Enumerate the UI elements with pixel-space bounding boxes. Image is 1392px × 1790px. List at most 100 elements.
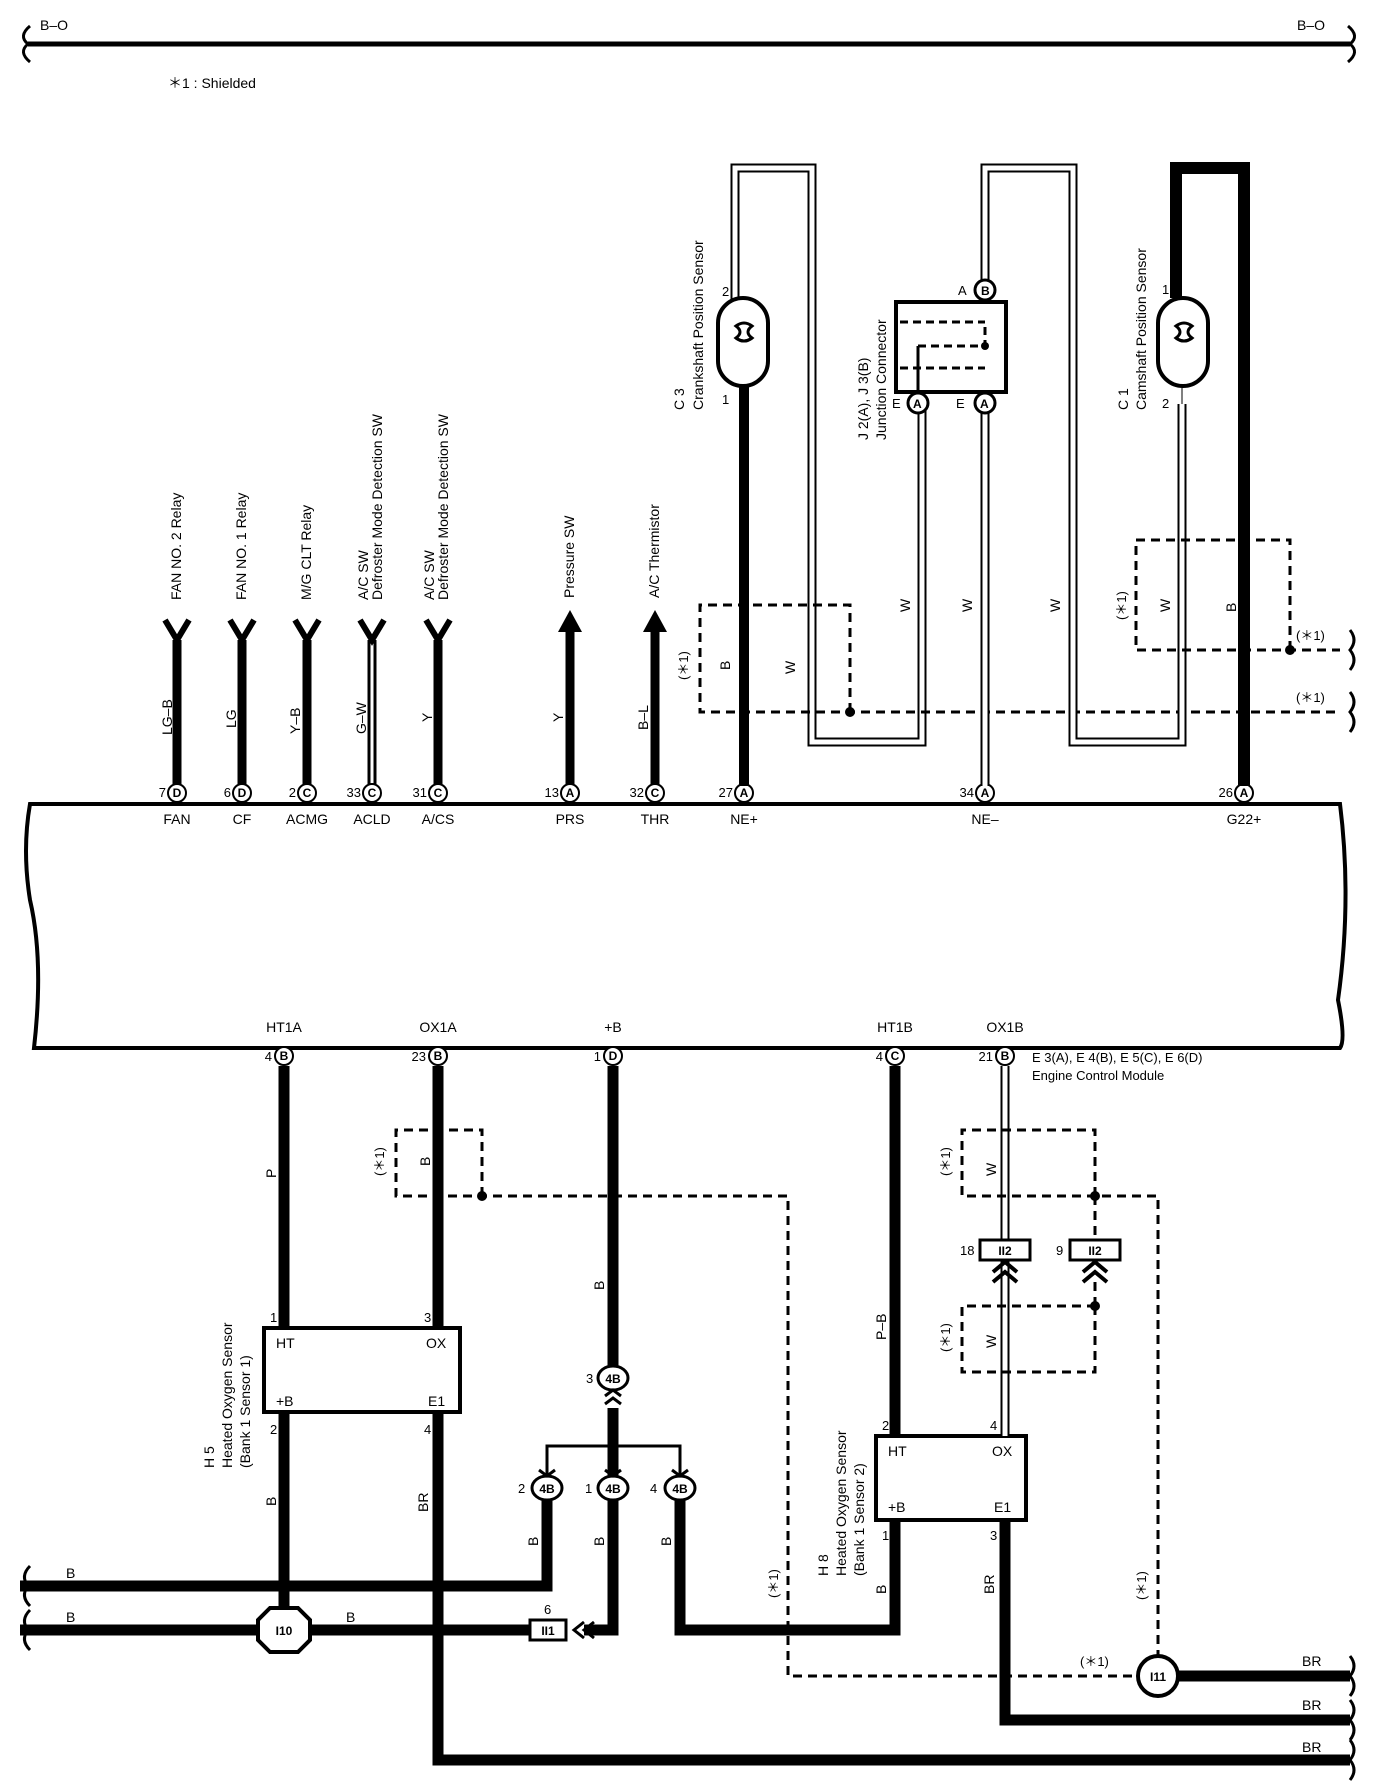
thr-pin: 32 (630, 785, 644, 800)
wire-thr: B–L (635, 705, 651, 730)
4b-wire-b1: B (591, 1537, 607, 1546)
camshaft-sensor (1156, 162, 1250, 786)
h5-wire-p: P (263, 1169, 279, 1178)
ecm-body (24, 802, 1348, 1050)
h5-wire-br: BR (415, 1493, 431, 1512)
g22-conn: A (1240, 786, 1249, 800)
h5-sub: (Bank 1 Sensor 1) (237, 1355, 253, 1468)
acs-conn: C (434, 786, 443, 800)
4b-arrows (538, 1388, 689, 1478)
top-wire-colors: LG–B LG Y–B G–W Y Y B–L (159, 699, 651, 735)
h8-e1-wire (999, 1520, 1350, 1726)
h8-p1: 1 (882, 1528, 889, 1543)
4b-pin-4: 4 (650, 1481, 657, 1496)
j-pin-b: B (981, 284, 990, 298)
fan-conn: D (173, 786, 182, 800)
dest-pressure: Pressure SW (561, 515, 577, 598)
ground-b3: B (346, 1609, 355, 1625)
mid-shield-label: (＊1) (766, 1569, 781, 1598)
term-acmg: ACMG (286, 811, 328, 827)
h5-ox: OX (426, 1335, 447, 1351)
bottom-pin-circles (274, 1046, 1015, 1066)
ht1a-conn: B (280, 1049, 289, 1063)
ii1-label: II1 (541, 1624, 555, 1638)
j-pin-a2: A (980, 397, 989, 411)
ground-br2: BR (1302, 1697, 1321, 1713)
junction-name: Junction Connector (873, 319, 889, 440)
h8-name: Heated Oxygen Sensor (833, 1430, 849, 1576)
h8-shield-label-2: (＊1) (938, 1323, 953, 1352)
h8-e1: E1 (994, 1499, 1011, 1515)
h8-ox: OX (992, 1443, 1013, 1459)
bottom-pin-numbers: 4 23 1 4 21 (265, 1049, 993, 1064)
h8-p3: 3 (990, 1528, 997, 1543)
ht1b-conn: C (891, 1049, 900, 1063)
j-label-a: A (958, 283, 967, 298)
term-plusb: +B (604, 1019, 622, 1035)
wire-acs: Y (419, 712, 435, 722)
acmg-pin: 2 (289, 785, 296, 800)
ground-br1: BR (1302, 1653, 1321, 1669)
h5-e1: E1 (428, 1393, 445, 1409)
ii2-connectors (978, 1238, 1122, 1284)
acs-pin: 31 (413, 785, 427, 800)
ne-plus-conn: A (740, 786, 749, 800)
j-wire-w2: W (959, 598, 975, 612)
bo-bus: B–O B–O (22, 17, 1356, 64)
4b-label-4: 4B (672, 1482, 688, 1496)
term-ox1a: OX1A (419, 1019, 457, 1035)
h8-box (874, 1434, 1028, 1522)
plusb-conn: D (609, 1049, 618, 1063)
dest-defrost-1: Defroster Mode Detection SW (369, 413, 385, 600)
h8-p4: 4 (990, 1418, 997, 1433)
junction-code: J 2(A), J 3(B) (855, 358, 871, 440)
h5-p2: 2 (270, 1422, 277, 1437)
ht1b-pin: 4 (876, 1049, 883, 1064)
wire-cf: LG (223, 709, 239, 728)
h8-wire-br: BR (981, 1575, 997, 1594)
fan-pin: 7 (159, 785, 166, 800)
ground-b1: B (66, 1565, 75, 1581)
j-label-e2: E (956, 396, 965, 411)
h8-shield-node-1 (1090, 1191, 1100, 1201)
term-acld: ACLD (353, 811, 390, 827)
h8-shield-node-2 (1090, 1301, 1100, 1311)
h8-wire-b: B (873, 1585, 889, 1594)
term-ht1a: HT1A (266, 1019, 302, 1035)
ground-br3: BR (1302, 1739, 1321, 1755)
ii2-label-18: II2 (998, 1244, 1012, 1258)
term-prs: PRS (556, 811, 585, 827)
prs-conn: A (566, 786, 575, 800)
dest-thermistor: A/C Thermistor (646, 504, 662, 598)
j-wire-w1: W (897, 598, 913, 612)
cam-wire-w: W (1157, 598, 1173, 612)
4b-node (608, 1441, 618, 1451)
shield-note: ＊1 : Shielded (168, 75, 256, 91)
h8-sub: (Bank 1 Sensor 2) (851, 1463, 867, 1576)
right-bottom-breaks (1348, 1655, 1356, 1781)
4b-pin-2: 2 (518, 1481, 525, 1496)
ox1b-conn: B (1001, 1049, 1010, 1063)
crankshaft-sensor (716, 163, 927, 786)
ii1-connector (528, 1618, 568, 1642)
j-label-e1: E (892, 396, 901, 411)
4b-pin-1: 1 (585, 1481, 592, 1496)
cam-shield (1134, 538, 1340, 652)
shield-label-r1: (＊1) (1296, 690, 1325, 705)
wire-acld: G–W (353, 701, 369, 734)
crank-code: C 3 (671, 388, 687, 410)
cam-shield-label: (＊1) (1114, 591, 1129, 620)
ox1a-conn: B (434, 1049, 443, 1063)
i11-label: I11 (1150, 1670, 1166, 1684)
i11-shield-label-2: (＊1) (1134, 1571, 1149, 1600)
top-destinations: FAN NO. 2 Relay FAN NO. 1 Relay M/G CLT … (168, 413, 662, 600)
dest-fan2: FAN NO. 2 Relay (168, 493, 184, 600)
top-pin-numbers: 7 6 2 33 31 13 32 27 34 26 (159, 785, 1233, 800)
ne-minus-pin: 34 (960, 785, 974, 800)
h5-wire-b: B (417, 1157, 433, 1166)
4b-pin-3: 3 (586, 1371, 593, 1386)
4b-wire-b2: B (525, 1537, 541, 1546)
ox1b-pin: 21 (979, 1049, 993, 1064)
cam-pin-bot: 2 (1162, 396, 1169, 411)
ii2-pin-9: 9 (1056, 1243, 1063, 1258)
